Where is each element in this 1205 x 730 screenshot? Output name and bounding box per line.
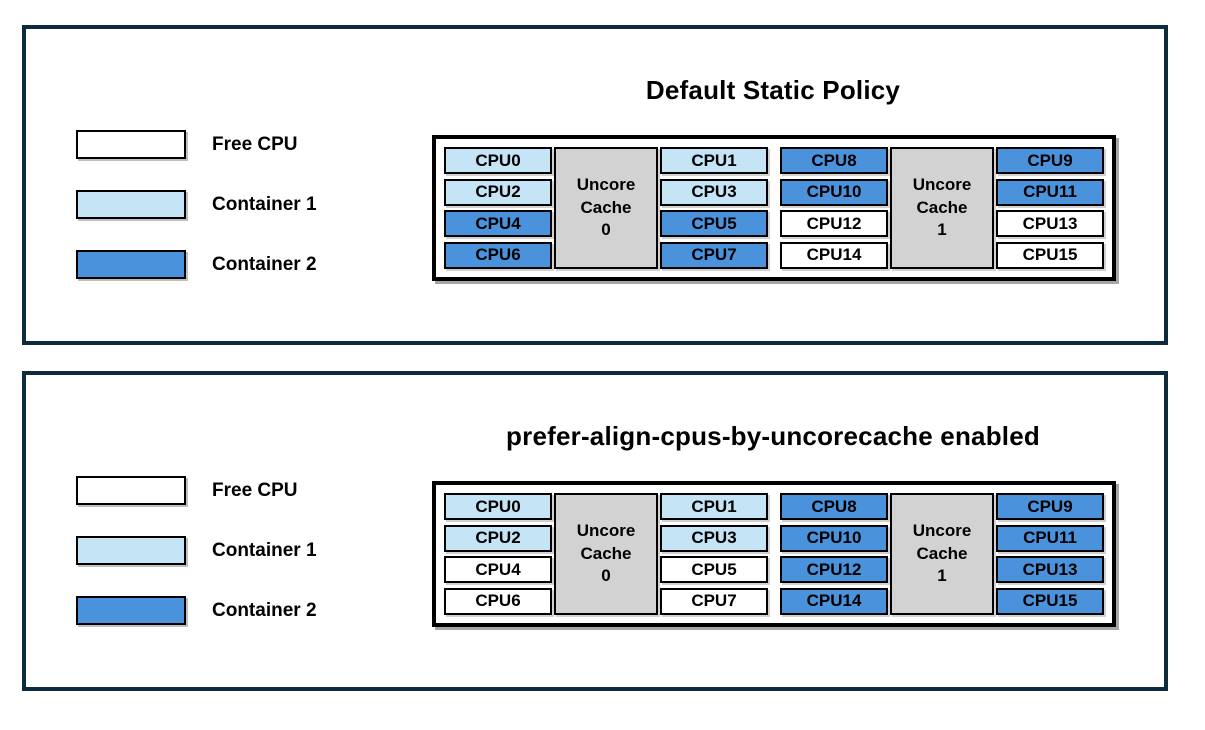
- uncore-cache-label-line: Cache: [580, 197, 632, 217]
- uncore-cache-label-line: Cache: [580, 543, 632, 563]
- cpu-column: CPU1 CPU3 CPU5 CPU7: [660, 147, 768, 269]
- uncore-cache-label-line: Uncore: [912, 521, 972, 541]
- cpu-cell: CPU12: [780, 210, 888, 238]
- uncore-cache-label-line: Cache: [916, 197, 968, 217]
- legend-label: Free CPU: [212, 479, 298, 501]
- legend-label: Container 1: [212, 539, 317, 561]
- legend-swatch-container-2: [76, 250, 186, 279]
- cpu-cell: CPU5: [660, 210, 768, 238]
- legend-swatch-container-2: [76, 596, 186, 625]
- cpu-cell: CPU7: [660, 587, 768, 615]
- cpu-column: CPU8 CPU10 CPU12 CPU14: [780, 147, 888, 269]
- legend-label: Container 1: [212, 193, 317, 215]
- cpu-cell: CPU0: [444, 493, 552, 520]
- cpu-cell: CPU2: [444, 524, 552, 552]
- cpu-column: CPU1 CPU3 CPU5 CPU7: [660, 493, 768, 615]
- cpu-cell: CPU8: [780, 493, 888, 520]
- cpu-cell: CPU14: [780, 241, 888, 269]
- cpu-cell: CPU6: [444, 241, 552, 269]
- legend-swatch-free-cpu: [76, 130, 186, 159]
- legend-swatch-free-cpu: [76, 476, 186, 505]
- cpu-cell: CPU1: [660, 147, 768, 174]
- cpu-cell: CPU12: [780, 556, 888, 584]
- legend-label: Container 2: [212, 599, 317, 621]
- cpu-cell: CPU9: [996, 147, 1104, 174]
- cpu-cell: CPU3: [660, 178, 768, 206]
- uncore-cache-label-line: 1: [937, 220, 947, 240]
- panel-prefer-align-cpus-by-uncorecache: prefer-align-cpus-by-uncorecache enabled…: [22, 371, 1168, 691]
- cpu-cell: CPU15: [996, 241, 1104, 269]
- cpu-cell: CPU15: [996, 587, 1104, 615]
- uncore-cache-1-group: CPU8 CPU10 CPU12 CPU14 Uncore Cache 1 CP…: [780, 493, 1104, 615]
- cpu-column: CPU0 CPU2 CPU4 CPU6: [444, 493, 552, 615]
- cpu-column: CPU9 CPU11 CPU13 CPU15: [996, 493, 1104, 615]
- cpu-cell: CPU11: [996, 178, 1104, 206]
- uncore-cache-label-line: 1: [937, 566, 947, 586]
- cpu-cell: CPU10: [780, 178, 888, 206]
- legend-label: Free CPU: [212, 133, 298, 155]
- uncore-cache-box: Uncore Cache 1: [890, 493, 994, 615]
- cpu-cell: CPU14: [780, 587, 888, 615]
- cpu-cell: CPU6: [444, 587, 552, 615]
- cpu-cell: CPU7: [660, 241, 768, 269]
- cpu-cell: CPU13: [996, 210, 1104, 238]
- panel-title: Default Static Policy: [645, 75, 901, 105]
- legend-item-container-2: Container 2: [76, 596, 317, 625]
- legend: Free CPU Container 1 Container 2: [76, 476, 317, 625]
- panel-default-static-policy: Default Static Policy Free CPU Container…: [22, 25, 1168, 345]
- cpu-column: CPU0 CPU2 CPU4 CPU6: [444, 147, 552, 269]
- cpu-topology-diagram: CPU0 CPU2 CPU4 CPU6 Uncore Cache 0 CPU1 …: [432, 135, 1116, 281]
- cpu-cell: CPU13: [996, 556, 1104, 584]
- legend-item-free-cpu: Free CPU: [76, 476, 317, 505]
- cpu-cell: CPU4: [444, 556, 552, 584]
- uncore-cache-box: Uncore Cache 1: [890, 147, 994, 269]
- legend: Free CPU Container 1 Container 2: [76, 130, 317, 279]
- cpu-cell: CPU3: [660, 524, 768, 552]
- legend-item-container-2: Container 2: [76, 250, 317, 279]
- cpu-cell: CPU1: [660, 493, 768, 520]
- uncore-cache-0-group: CPU0 CPU2 CPU4 CPU6 Uncore Cache 0 CPU1 …: [444, 147, 768, 269]
- uncore-cache-0-group: CPU0 CPU2 CPU4 CPU6 Uncore Cache 0 CPU1 …: [444, 493, 768, 615]
- uncore-cache-label-line: Cache: [916, 543, 968, 563]
- panel-title: prefer-align-cpus-by-uncorecache enabled: [506, 421, 1040, 451]
- uncore-cache-label-line: Uncore: [576, 175, 636, 195]
- legend-item-container-1: Container 1: [76, 190, 317, 219]
- cpu-column: CPU8 CPU10 CPU12 CPU14: [780, 493, 888, 615]
- uncore-cache-label-line: 0: [601, 220, 611, 240]
- legend-swatch-container-1: [76, 190, 186, 219]
- cpu-cell: CPU4: [444, 210, 552, 238]
- cpu-column: CPU9 CPU11 CPU13 CPU15: [996, 147, 1104, 269]
- cpu-cell: CPU5: [660, 556, 768, 584]
- uncore-cache-label-line: Uncore: [912, 175, 972, 195]
- cpu-topology-diagram: CPU0 CPU2 CPU4 CPU6 Uncore Cache 0 CPU1 …: [432, 481, 1116, 627]
- cpu-cell: CPU2: [444, 178, 552, 206]
- uncore-cache-label-line: Uncore: [576, 521, 636, 541]
- legend-label: Container 2: [212, 253, 317, 275]
- legend-item-free-cpu: Free CPU: [76, 130, 317, 159]
- legend-item-container-1: Container 1: [76, 536, 317, 565]
- uncore-cache-label-line: 0: [601, 566, 611, 586]
- uncore-cache-box: Uncore Cache 0: [554, 147, 658, 269]
- legend-swatch-container-1: [76, 536, 186, 565]
- cpu-cell: CPU0: [444, 147, 552, 174]
- cpu-cell: CPU8: [780, 147, 888, 174]
- uncore-cache-box: Uncore Cache 0: [554, 493, 658, 615]
- cpu-cell: CPU11: [996, 524, 1104, 552]
- uncore-cache-1-group: CPU8 CPU10 CPU12 CPU14 Uncore Cache 1 CP…: [780, 147, 1104, 269]
- cpu-cell: CPU9: [996, 493, 1104, 520]
- cpu-cell: CPU10: [780, 524, 888, 552]
